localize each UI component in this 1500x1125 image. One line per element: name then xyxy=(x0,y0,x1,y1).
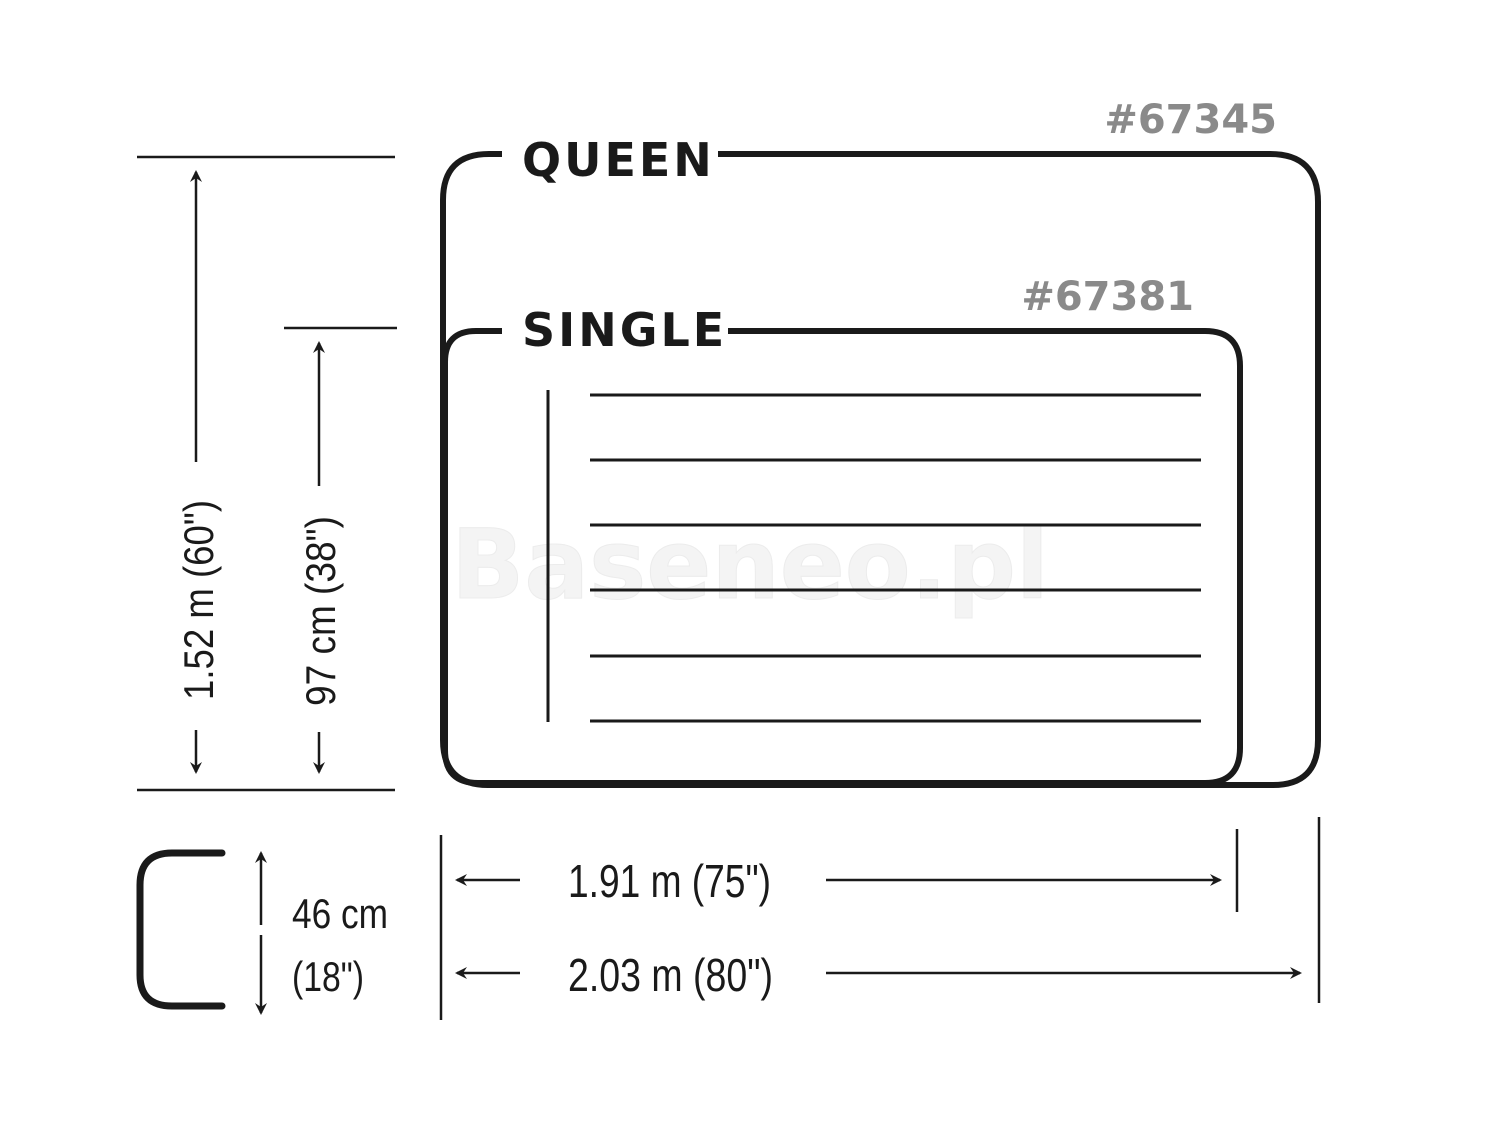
single-length-label: 1.91 m (75") xyxy=(568,855,771,907)
length-dimensions xyxy=(439,817,1321,1020)
queen-width-label: 1.52 m (60") xyxy=(175,500,222,700)
single-label: SINGLE xyxy=(522,303,727,357)
single-width-label: 97 cm (38") xyxy=(297,516,344,706)
single-mattress-outline xyxy=(442,328,1243,786)
queen-mattress-outline xyxy=(440,151,1321,788)
single-width-dimension xyxy=(284,326,397,774)
watermark: Baseneo.pl xyxy=(451,509,1049,621)
queen-width-dimension xyxy=(137,155,395,792)
height-profile-icon xyxy=(136,849,226,1010)
queen-label: QUEEN xyxy=(522,133,715,187)
queen-code: #67345 xyxy=(1104,97,1277,143)
height-label-cm: 46 cm xyxy=(292,890,388,937)
mattress-quilting xyxy=(546,390,1201,723)
height-label-in: (18") xyxy=(292,953,364,1000)
single-code: #67381 xyxy=(1021,274,1194,320)
queen-length-label: 2.03 m (80") xyxy=(568,949,773,1001)
